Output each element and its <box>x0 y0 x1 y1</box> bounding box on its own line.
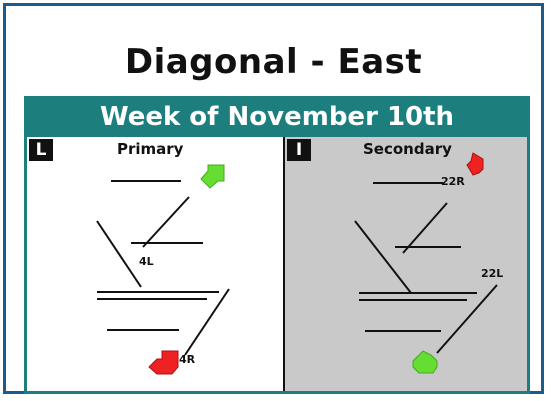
panel-divider <box>283 137 285 391</box>
secondary-label: Secondary <box>363 140 452 158</box>
runway-line <box>96 220 142 288</box>
runway-label-4r: 4R <box>179 353 196 366</box>
runway-line-4l <box>142 196 190 248</box>
primary-panel: L Primary 4L 4R <box>27 137 283 391</box>
arrow-green-icon <box>200 164 225 189</box>
config-board: Week of November 10th L Primary 4L <box>24 96 530 394</box>
runway-label-4l: 4L <box>139 255 154 268</box>
week-banner: Week of November 10th <box>99 102 455 132</box>
primary-label: Primary <box>117 140 184 158</box>
runway-label-22r: 22R <box>441 175 465 188</box>
secondary-panel: I Secondary 22R 22L <box>285 137 527 391</box>
arrow-green-icon <box>412 350 438 374</box>
page-title: Diagonal - East <box>124 42 423 82</box>
runway-line <box>354 220 412 294</box>
arrow-red-icon <box>148 350 179 375</box>
runway-line-4r <box>184 288 230 356</box>
secondary-badge: I <box>287 139 311 161</box>
primary-badge: L <box>29 139 53 161</box>
arrow-red-icon <box>466 152 484 176</box>
runway-line-22r <box>402 202 448 254</box>
primary-runway-diagram: 4L 4R <box>96 164 230 375</box>
runway-label-22l: 22L <box>481 267 503 280</box>
outer-frame: Diagonal - East Week of November 10th L … <box>3 3 544 394</box>
runway-line-22l <box>436 284 498 354</box>
secondary-runway-diagram: 22R 22L <box>354 152 503 374</box>
